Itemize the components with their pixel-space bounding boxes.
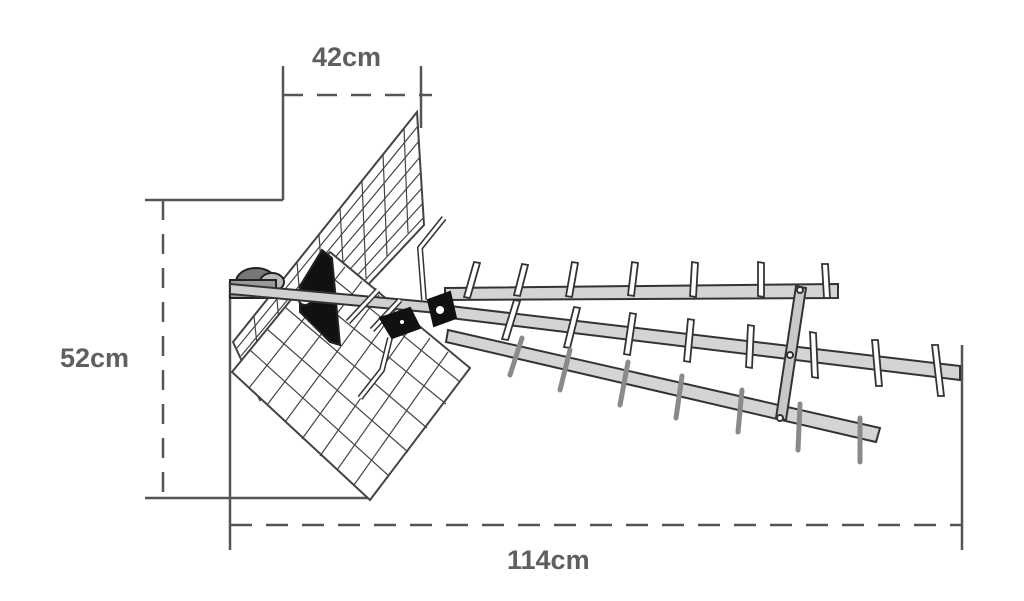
dipole-assembly <box>345 216 447 400</box>
middle-boom <box>449 304 961 382</box>
width-label: 42cm <box>312 42 382 72</box>
dimension-lines <box>145 66 964 550</box>
middle-directors <box>500 298 946 397</box>
connector-box <box>378 290 458 340</box>
cross-support <box>774 284 808 422</box>
upper-directors <box>462 260 831 300</box>
lower-directors <box>507 335 863 465</box>
lower-boom <box>444 328 882 444</box>
length-label: 114cm <box>507 545 590 575</box>
upper-boom <box>444 282 839 302</box>
height-label: 52cm <box>60 343 130 373</box>
